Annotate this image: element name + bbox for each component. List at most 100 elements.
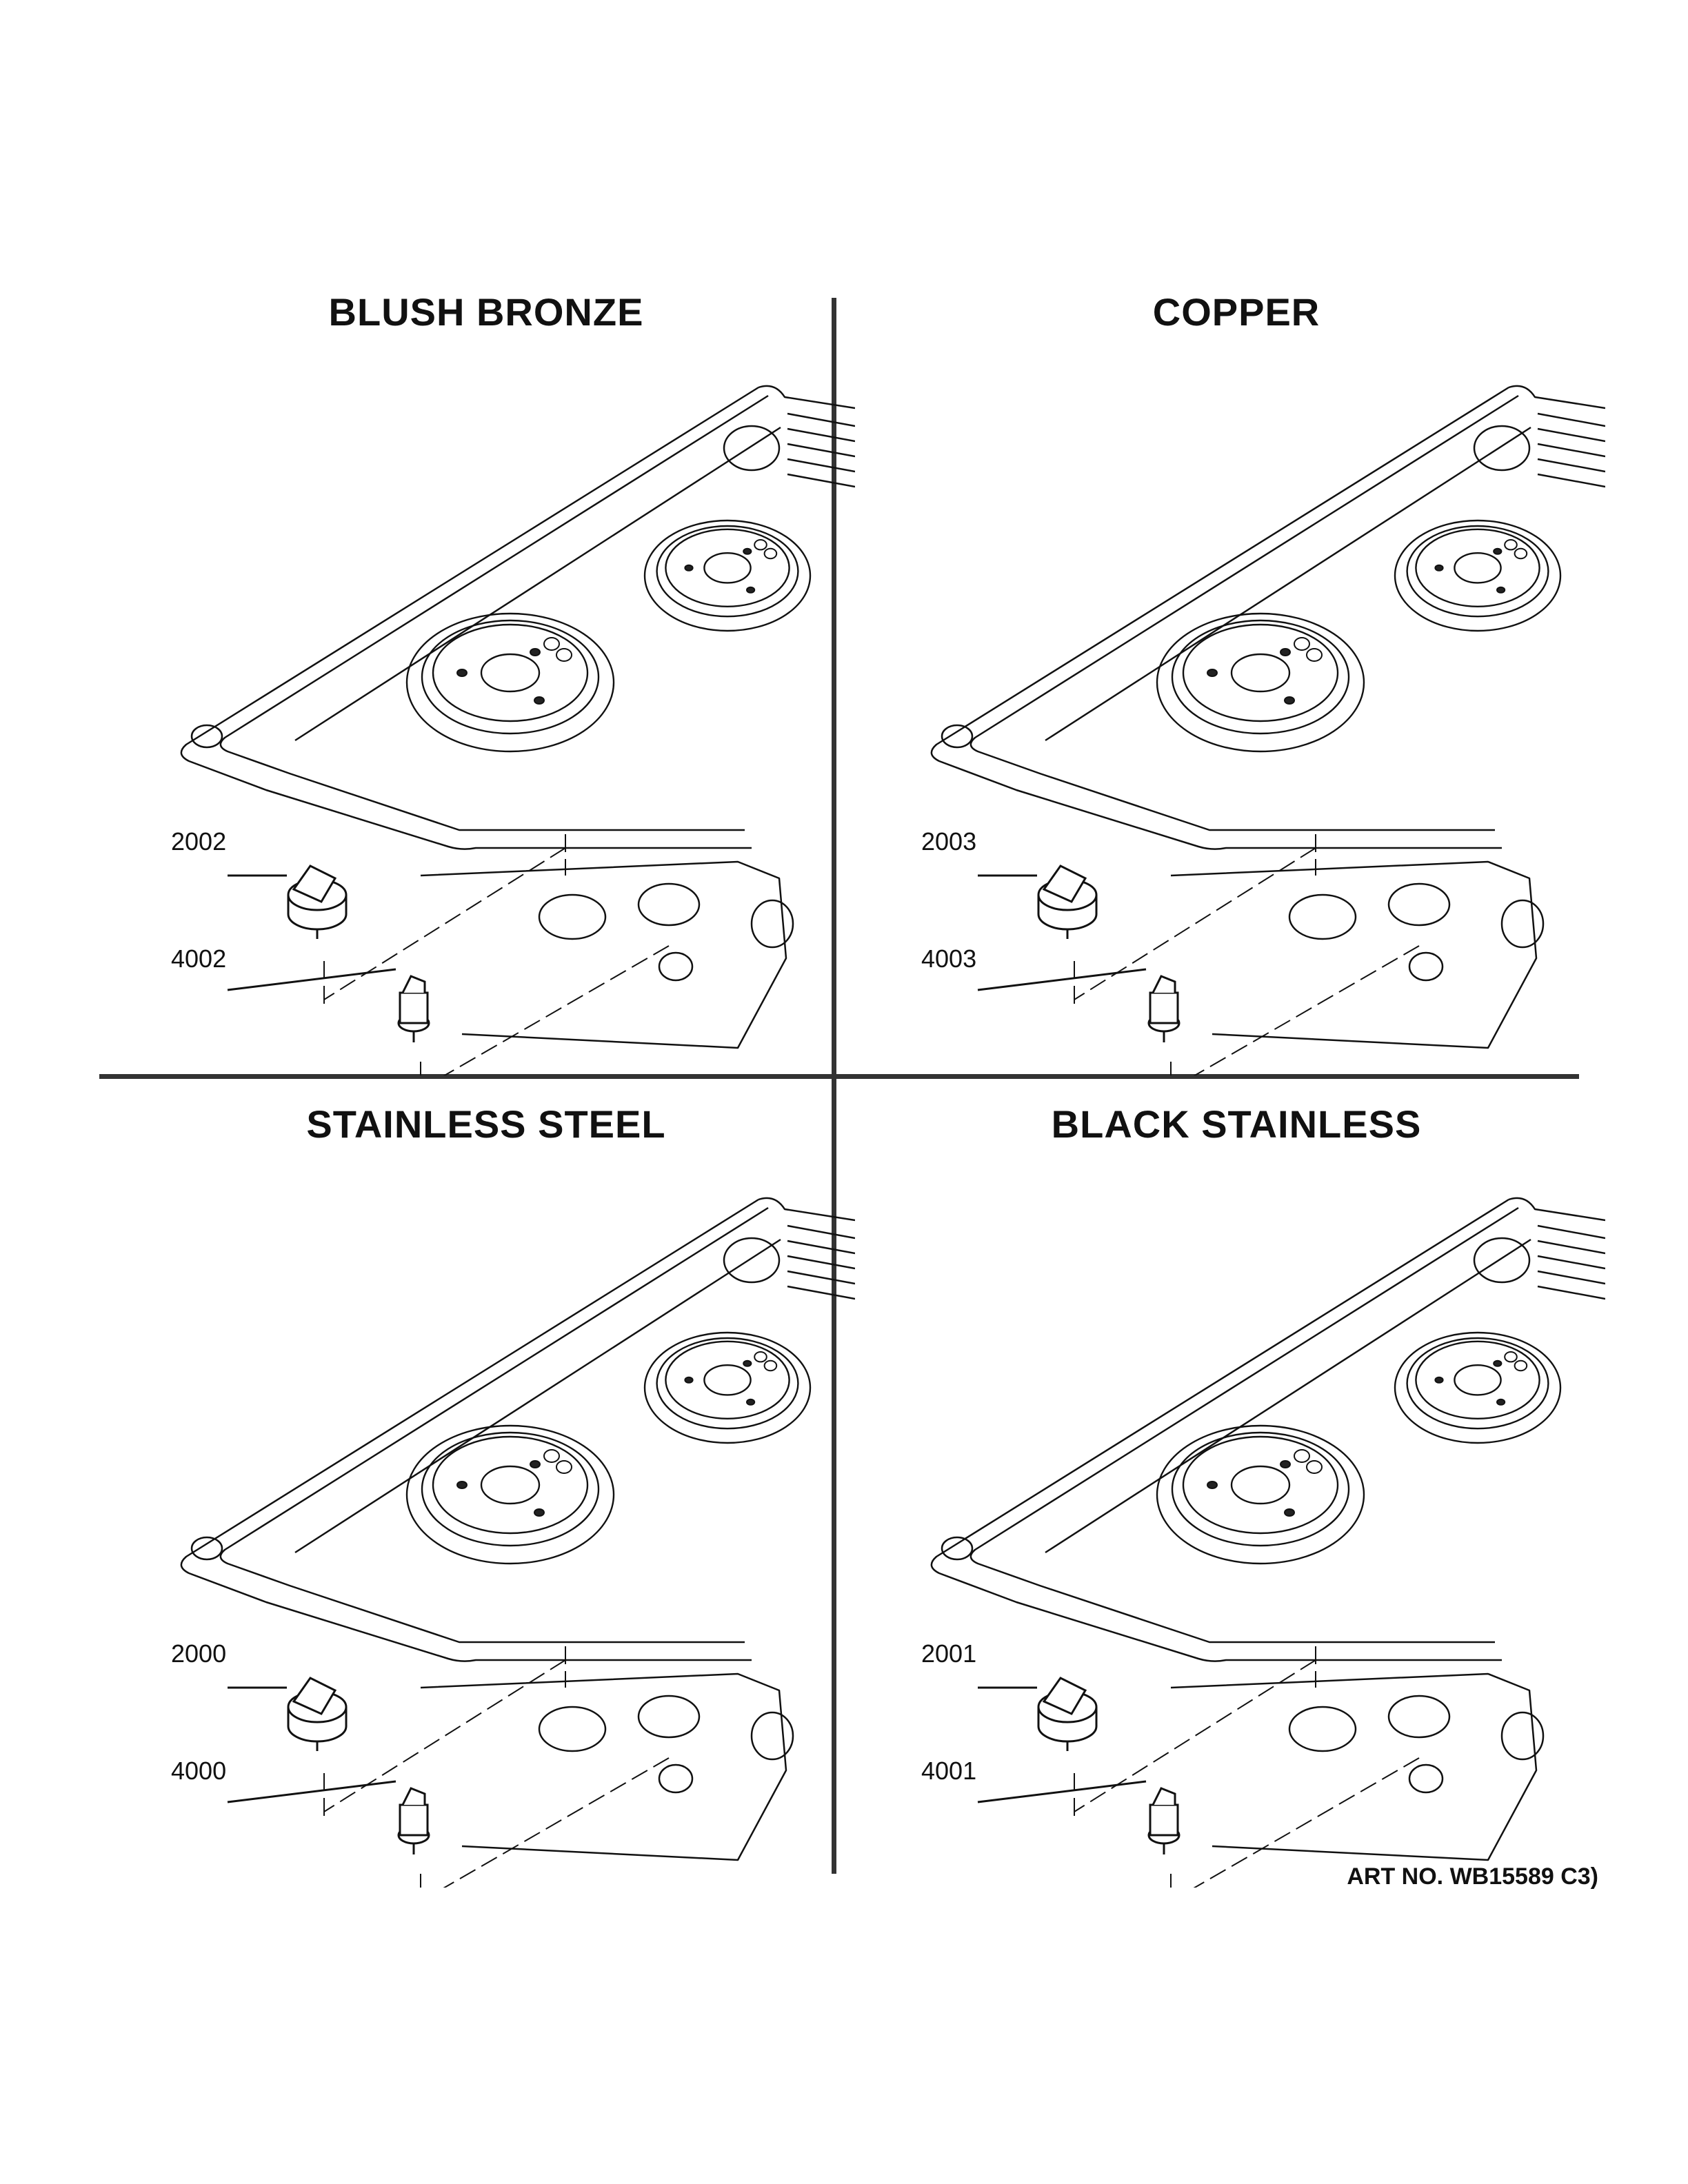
cooktop-corner-knob-well bbox=[1473, 1237, 1531, 1284]
cooktop-corner-knob-well bbox=[723, 425, 781, 472]
front-burner bbox=[1156, 612, 1365, 753]
small-knob-callout: 4001 bbox=[921, 1757, 977, 1785]
dashed-leader bbox=[1170, 1757, 1420, 1888]
front-burner bbox=[405, 612, 615, 753]
cooktop-corner bbox=[758, 385, 855, 410]
cooktop-frame-outer bbox=[180, 1198, 759, 1662]
cooktop-corner-knob-well bbox=[723, 1237, 781, 1284]
panel-copper: COPPER 2003 4003 bbox=[867, 290, 1605, 1075]
cooktop-corner-knob-well bbox=[941, 724, 974, 749]
small-knob-callout: 4000 bbox=[171, 1757, 227, 1785]
control-dial bbox=[1408, 951, 1444, 982]
control-panel-outline bbox=[1170, 860, 1538, 1049]
rear-burner bbox=[643, 519, 812, 632]
small-knob-leader-line bbox=[977, 968, 1147, 991]
cooktop-edge-line bbox=[787, 1240, 855, 1255]
small-knob-leader-line bbox=[227, 968, 396, 991]
cooktop-frame-inner bbox=[219, 394, 769, 831]
control-dial bbox=[1387, 1695, 1451, 1739]
control-dial bbox=[658, 1763, 694, 1794]
panel-title: BLACK STAINLESS bbox=[1051, 1102, 1422, 1146]
cooktop-edge-line bbox=[1537, 473, 1605, 488]
cooktop-edge-line bbox=[1537, 458, 1605, 473]
large-knob bbox=[287, 865, 348, 939]
dashed-leader bbox=[420, 945, 670, 1075]
control-dial bbox=[637, 882, 701, 927]
cooktop-edge-line bbox=[787, 427, 855, 443]
panel-stainless-steel: STAINLESS STEEL 2000 4000 bbox=[117, 1102, 855, 1888]
cooktop-frame-outer bbox=[930, 386, 1509, 850]
panel-title: COPPER bbox=[1152, 290, 1320, 334]
cooktop-rail bbox=[294, 426, 781, 742]
cooktop-illustration bbox=[180, 1197, 855, 1888]
rear-burner bbox=[643, 1331, 812, 1444]
cooktop-corner bbox=[1508, 1197, 1605, 1222]
small-knob-leader-line bbox=[227, 1780, 396, 1803]
control-dial bbox=[1500, 1711, 1545, 1761]
cooktop-frame-inner bbox=[969, 1206, 1519, 1644]
cooktop-edge-line bbox=[1537, 1285, 1605, 1300]
cooktop-illustration bbox=[930, 385, 1605, 1075]
small-knob-callout: 4003 bbox=[921, 944, 977, 973]
cooktop-edge-line bbox=[1537, 427, 1605, 443]
dashed-leader bbox=[1074, 1659, 1316, 1812]
control-panel-outline bbox=[420, 1672, 787, 1861]
control-dial bbox=[637, 1695, 701, 1739]
small-knob bbox=[1147, 975, 1180, 1042]
cooktop-corner-knob-well bbox=[1473, 425, 1531, 472]
dashed-leader bbox=[323, 847, 566, 1000]
cooktop-frame-inner bbox=[219, 1206, 769, 1644]
cooktop-corner bbox=[1508, 385, 1605, 410]
cooktop-edge-line bbox=[1537, 1255, 1605, 1270]
cooktop-corner-knob-well bbox=[190, 724, 223, 749]
cooktop-rail bbox=[1045, 1238, 1531, 1554]
control-dial bbox=[750, 899, 794, 949]
cooktop-edge-line bbox=[787, 1255, 855, 1270]
knob-callout: 2000 bbox=[171, 1639, 227, 1668]
cooktop-edge-line bbox=[1537, 412, 1605, 427]
small-knob bbox=[397, 975, 430, 1042]
panel-black-stainless: BLACK STAINLESS 2001 4001 bbox=[867, 1102, 1605, 1888]
control-dial bbox=[1288, 1706, 1357, 1752]
cooktop-edge-line bbox=[787, 1270, 855, 1285]
cooktop-edge-line bbox=[1537, 1240, 1605, 1255]
small-knob bbox=[1147, 1787, 1180, 1854]
small-knob-callout: 4002 bbox=[171, 944, 227, 973]
vertical-divider bbox=[832, 298, 836, 1874]
cooktop-edge-line bbox=[787, 473, 855, 488]
dashed-leader bbox=[1074, 847, 1316, 1000]
control-panel-outline bbox=[1170, 1672, 1538, 1861]
small-knob bbox=[397, 1787, 430, 1854]
large-knob bbox=[287, 1677, 348, 1751]
cooktop-frame-inner bbox=[969, 394, 1519, 831]
cooktop-edge-line bbox=[787, 412, 855, 427]
cooktop-edge-line bbox=[787, 1224, 855, 1240]
front-burner bbox=[405, 1424, 615, 1565]
cooktop-corner bbox=[758, 1197, 855, 1222]
rear-burner bbox=[1394, 519, 1562, 632]
cooktop-rail bbox=[1045, 426, 1531, 742]
knob-callout: 2003 bbox=[921, 827, 977, 856]
control-dial bbox=[538, 1706, 607, 1752]
cooktop-frame-outer bbox=[930, 1198, 1509, 1662]
dashed-leader bbox=[323, 1659, 566, 1812]
cooktop-illustration bbox=[930, 1197, 1605, 1888]
cooktop-illustration bbox=[180, 385, 855, 1075]
cooktop-edge-line bbox=[787, 458, 855, 473]
cooktop-edge-line bbox=[1537, 1270, 1605, 1285]
small-knob-leader-line bbox=[977, 1780, 1147, 1803]
control-dial bbox=[750, 1711, 794, 1761]
horizontal-divider bbox=[99, 1074, 1579, 1079]
cooktop-edge-line bbox=[1537, 443, 1605, 458]
control-dial bbox=[1500, 899, 1545, 949]
control-dial bbox=[1408, 1763, 1444, 1794]
control-dial bbox=[1387, 882, 1451, 927]
art-number: ART NO. WB15589 C3) bbox=[1347, 1863, 1598, 1890]
panel-blush-bronze: BLUSH BRONZE 2002 4002 bbox=[117, 290, 855, 1075]
control-dial bbox=[1288, 893, 1357, 940]
control-dial bbox=[538, 893, 607, 940]
cooktop-frame-outer bbox=[180, 386, 759, 850]
front-burner bbox=[1156, 1424, 1365, 1565]
cooktop-edge-line bbox=[787, 1285, 855, 1300]
cooktop-edge-line bbox=[787, 443, 855, 458]
